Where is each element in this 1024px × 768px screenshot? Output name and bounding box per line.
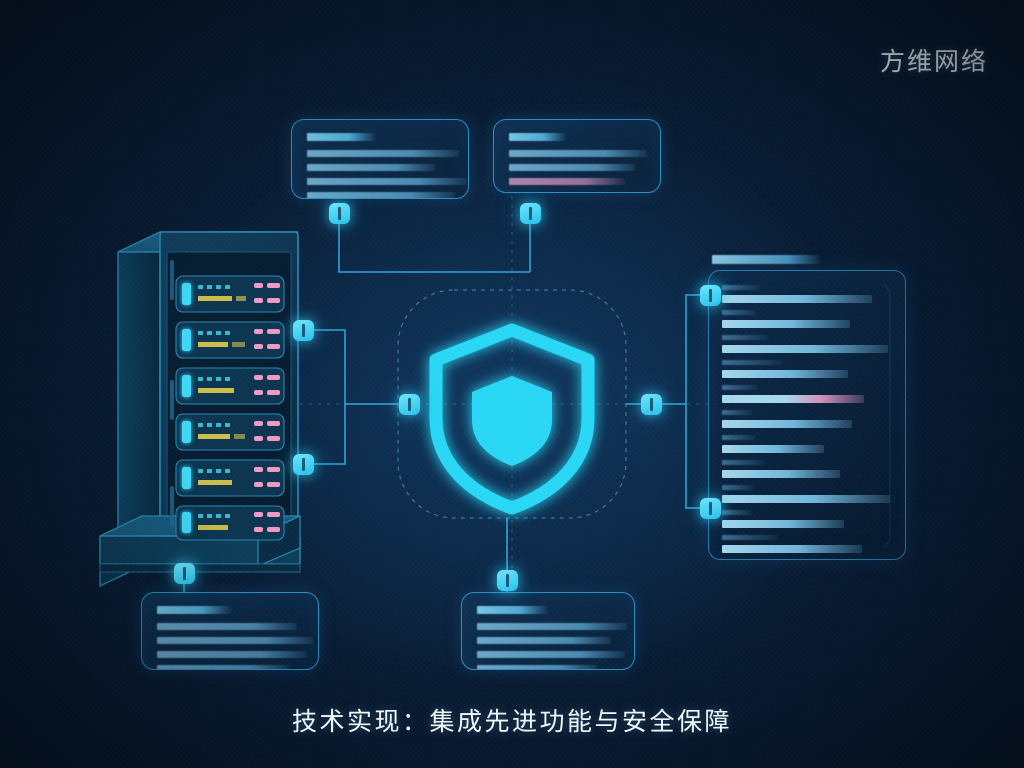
card-body-text (157, 651, 307, 658)
code-line (722, 370, 848, 378)
rack-unit (175, 321, 285, 359)
code-line (722, 420, 852, 428)
card-body-text (477, 637, 611, 644)
code-line-label (722, 335, 768, 340)
node-left-center[interactable] (399, 394, 420, 415)
code-line-label (722, 310, 756, 315)
card-body-text (157, 623, 297, 630)
node-top-right[interactable] (520, 203, 541, 224)
card-body-text (509, 150, 647, 157)
code-line-label (722, 385, 758, 390)
code-line-label (722, 460, 764, 465)
card-body-text (477, 651, 625, 658)
node-rack-right[interactable] (293, 320, 314, 341)
code-line (722, 470, 840, 478)
rack-unit (175, 505, 285, 541)
card-body-text (509, 164, 635, 171)
code-line (722, 320, 850, 328)
code-line (722, 395, 864, 403)
shield-icon (429, 323, 595, 515)
rack-unit (175, 413, 285, 451)
rack-unit (175, 459, 285, 497)
code-line (722, 295, 872, 303)
brand-logo: 方维网络 (879, 48, 988, 76)
card-title-text (509, 133, 567, 141)
node-code-left2[interactable] (700, 498, 721, 519)
card-body-text (307, 150, 459, 157)
card-body-text (307, 164, 435, 171)
code-line-label (722, 410, 752, 415)
card-title-text (307, 133, 377, 141)
server-rack (99, 230, 301, 588)
code-line-label (722, 435, 756, 440)
card-body-text (157, 665, 289, 669)
card-body-text (307, 192, 455, 198)
code-line (722, 495, 890, 503)
code-line-label (722, 510, 752, 515)
info-card-bottom-center[interactable] (461, 592, 635, 670)
info-card-bottom-left[interactable] (141, 592, 319, 670)
info-card-top-right[interactable] (493, 119, 661, 193)
card-title-text (157, 606, 233, 614)
node-bottom-mid[interactable] (497, 570, 518, 591)
card-body-text (509, 178, 625, 185)
card-body-text (157, 637, 313, 644)
node-top-left[interactable] (329, 203, 350, 224)
node-code-left[interactable] (700, 285, 721, 306)
rack-unit (175, 275, 285, 313)
code-line (722, 345, 888, 353)
info-card-top-left[interactable] (291, 119, 469, 199)
card-body-text (477, 665, 597, 669)
code-panel-header (712, 255, 822, 264)
rack-unit (175, 367, 285, 405)
code-line-label (722, 285, 760, 290)
code-panel[interactable] (708, 270, 906, 560)
code-line-label (722, 360, 782, 365)
node-bottom-left[interactable] (174, 563, 195, 584)
code-line-label (722, 485, 754, 490)
code-line (722, 520, 844, 528)
node-rack-right2[interactable] (293, 454, 314, 475)
slide-caption: 技术实现：集成先进功能与安全保障 (291, 708, 732, 736)
card-body-text (307, 178, 467, 185)
card-body-text (477, 623, 627, 630)
code-line (722, 545, 862, 553)
node-right-center[interactable] (641, 394, 662, 415)
code-line-label (722, 535, 778, 540)
card-title-text (477, 606, 549, 614)
code-line (722, 445, 824, 453)
